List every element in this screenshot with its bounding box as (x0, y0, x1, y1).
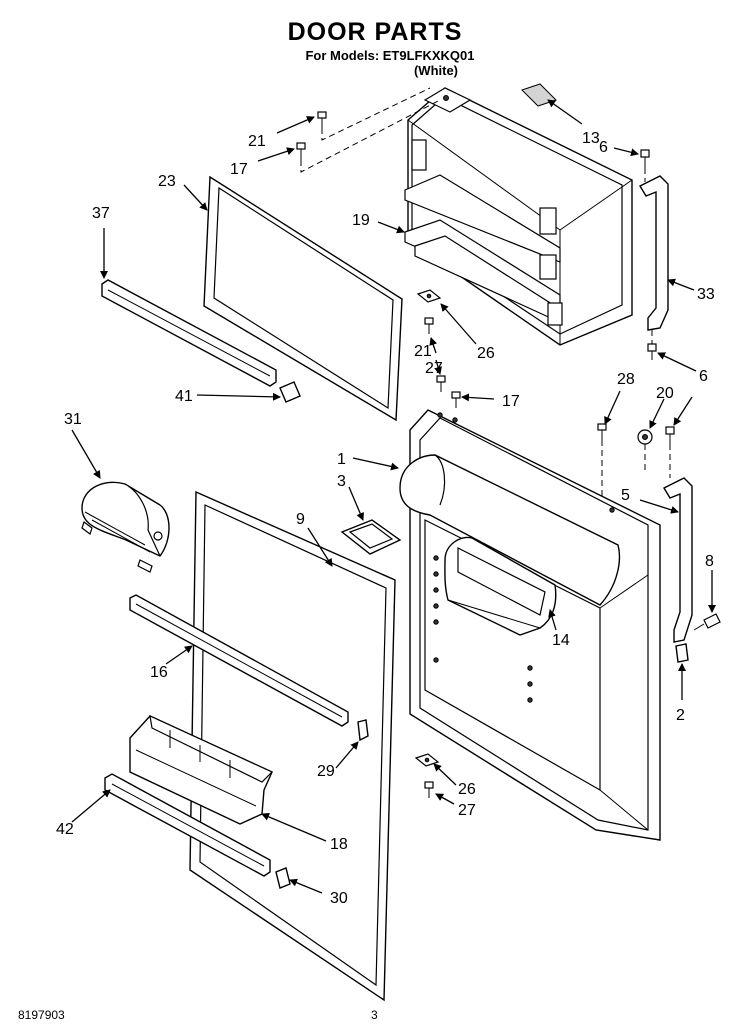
callout-numbers: 21 17 13 6 23 19 37 33 21 26 27 6 28 20 … (56, 130, 715, 907)
callout-9: 9 (296, 511, 305, 528)
part-37-freezer-shelf-rail (101, 279, 277, 387)
assembly-dash-lines (300, 87, 671, 500)
part-41-rail-end-cap (279, 381, 301, 403)
fasteners (296, 111, 721, 798)
callout-26-bottom: 26 (458, 781, 476, 798)
callout-31: 31 (64, 411, 82, 428)
part-19-freezer-door-liner (404, 87, 633, 346)
part-14-shelf (444, 536, 557, 636)
callout-27-top: 27 (425, 360, 443, 377)
callout-14: 14 (552, 632, 570, 649)
callout-42: 42 (56, 821, 74, 838)
callout-26-top: 26 (477, 345, 495, 362)
callout-13: 13 (582, 130, 600, 147)
callout-18: 18 (330, 836, 348, 853)
part-23-freezer-door-gasket (203, 175, 403, 422)
callout-8: 8 (705, 553, 714, 570)
part-33-upper-handle (639, 175, 669, 331)
part-20-hinge-cap (637, 429, 653, 445)
callout-21-mid: 21 (414, 343, 432, 360)
callout-23: 23 (158, 173, 176, 190)
part-3-spacer (340, 519, 402, 555)
finish-line: (White) (413, 63, 459, 78)
callout-37: 37 (92, 205, 110, 222)
callout-30: 30 (330, 890, 348, 907)
callout-28: 28 (617, 371, 635, 388)
callout-1: 1 (337, 451, 346, 468)
part-9-fresh-food-door-gasket (189, 490, 396, 1002)
model-line: For Models: ET9LFKXKQ01 (305, 48, 475, 63)
page-number: 3 (371, 1008, 378, 1022)
callout-19: 19 (352, 212, 370, 229)
callout-3: 3 (337, 473, 346, 490)
callout-29: 29 (317, 763, 335, 780)
callout-6-top: 6 (599, 139, 608, 156)
document-number: 8197903 (18, 1008, 65, 1022)
part-31-dairy-compartment (81, 481, 170, 573)
callout-17-top: 17 (230, 161, 248, 178)
part-16-door-shelf-rail (129, 594, 349, 727)
page-title: DOOR PARTS (287, 18, 463, 46)
part-2-handle-clip (675, 643, 689, 663)
callout-2: 2 (676, 707, 685, 724)
callout-33: 33 (697, 286, 715, 303)
leader-lines (71, 99, 716, 894)
callout-6-mid: 6 (699, 368, 708, 385)
diagram-header: DOOR PARTS For Models: ET9LFKXKQ01 (Whit… (0, 18, 750, 78)
part-29-rail-end-cap (357, 719, 369, 742)
part-18-door-bin (129, 714, 274, 825)
callout-21-top: 21 (248, 133, 266, 150)
callout-5: 5 (621, 487, 630, 504)
callout-16: 16 (150, 664, 168, 681)
callout-17-mid: 17 (502, 393, 520, 410)
callout-20: 20 (656, 385, 674, 402)
part-5-lower-handle (663, 477, 693, 643)
callout-27-bottom: 27 (458, 802, 476, 819)
callout-41: 41 (175, 388, 193, 405)
